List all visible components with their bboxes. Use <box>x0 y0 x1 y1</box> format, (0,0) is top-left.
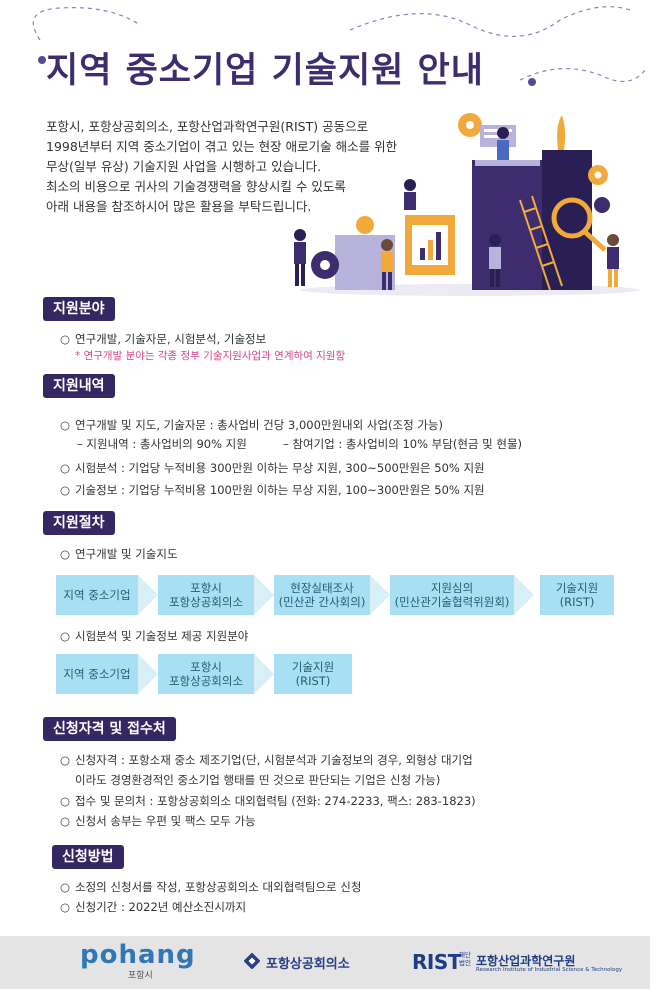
pohang-logo: pohang <box>80 940 196 970</box>
flow-arrow <box>254 654 274 694</box>
pohang-logo-sub: 포항시 <box>128 971 153 981</box>
list-item: ○ 시험분석 : 기업당 누적비용 300만원 이하는 무상 지원, 300~50… <box>60 460 485 476</box>
list-item: ○ 신청서 송부는 우편 및 팩스 모두 가능 <box>60 813 256 829</box>
bullet-icon: ○ <box>60 332 71 346</box>
item-text: 연구개발 및 지도, 기술자문 : 총사업비 건당 3,000만원내외 사업(조… <box>75 418 443 432</box>
list-item: ○ 소정의 신청서를 작성, 포항상공회의소 대외협력팀으로 신청 <box>60 879 361 895</box>
sub-item: – 지원내역 : 총사업비의 90% 지원 <box>77 437 247 451</box>
sub-item: – 참여기업 : 총사업비의 10% 부담(현금 및 현물) <box>283 437 523 451</box>
business-illustration <box>294 113 640 296</box>
field-note: * 연구개발 분야는 각종 정부 기술지원사업과 연계하여 지원함 <box>75 350 346 362</box>
bullet-icon: ○ <box>60 418 71 432</box>
section-heading-eligibility: 신청자격 및 접수처 <box>43 717 176 741</box>
flow-step-sublabel: (RIST) <box>559 595 595 609</box>
flow-step-sublabel: (민산관 간사회의) <box>278 595 366 609</box>
intro-line: 1998년부터 지역 중소기업이 겪고 있는 현장 애로기술 해소를 위한 <box>46 139 398 154</box>
list-item-continued: 이라도 경영환경적인 중소기업 행태를 띤 것으로 판단되는 기업은 신청 가능… <box>75 773 441 787</box>
flow-arrow <box>138 654 158 694</box>
flow-step: 지역 중소기업 <box>56 575 138 615</box>
flow-arrow <box>254 575 274 615</box>
flow-step-label: 포항시 <box>190 660 222 674</box>
rist-logo-name: 포항산업과학연구원 <box>476 954 576 968</box>
decorative-dot <box>38 56 46 64</box>
list-item: ○ 연구개발, 기술자문, 시험분석, 기술정보 <box>60 331 266 347</box>
rist-logo: RIST <box>412 950 461 974</box>
flow-step-label: 기술지원 <box>555 581 599 595</box>
bullet-icon: ○ <box>60 900 71 914</box>
flow-arrow <box>514 575 534 615</box>
bullet-icon: ○ <box>60 547 71 561</box>
intro-line: 아래 내용을 참조하시어 많은 활용을 부탁드립니다. <box>46 199 312 214</box>
list-item: ○ 신청기간 : 2022년 예산소진시까지 <box>60 899 246 915</box>
flow-step-label: 현장실태조사 <box>290 581 354 595</box>
item-text: 접수 및 문의처 : 포항상공회의소 대외협력팀 (전화: 274-2233, … <box>75 794 476 808</box>
bullet-icon: ○ <box>60 814 71 828</box>
flow-step-label: 지원심의 <box>430 581 474 595</box>
flow-title: ○ 시험분석 및 기술정보 제공 지원분야 <box>60 628 248 644</box>
section-heading-method: 신청방법 <box>52 845 124 869</box>
decorative-dot <box>528 78 536 86</box>
rist-logo-small: 재단 법인 <box>459 951 471 967</box>
decorative-dashes <box>32 6 646 82</box>
flow-step: 포항시 포항상공회의소 <box>158 654 254 694</box>
bullet-icon: ○ <box>60 629 71 643</box>
item-text: 신청서 송부는 우편 및 팩스 모두 가능 <box>75 814 256 828</box>
chamber-logo-icon <box>244 953 260 969</box>
intro-line: 최소의 비용으로 귀사의 기술경쟁력을 향상시킬 수 있도록 <box>46 179 346 194</box>
flow-step: 현장실태조사 (민산관 간사회의) <box>274 575 370 615</box>
footer-logos: pohang 포항시 포항상공회의소 RIST 재단 법인 포항산업과학연구원 … <box>0 936 650 989</box>
flow-title: ○ 연구개발 및 기술지도 <box>60 546 178 562</box>
flow-step: 기술지원 (RIST) <box>540 575 614 615</box>
intro-text: 포항시, 포항상공회의소, 포항산업과학연구원(RIST) 공동으로 1998년… <box>46 117 426 217</box>
flow-step-label: 기술지원 <box>291 660 335 674</box>
bullet-icon: ○ <box>60 880 71 894</box>
flow-step-sublabel: 포항상공회의소 <box>168 595 244 609</box>
intro-line: 무상(일부 유상) 기술지원 사업을 시행하고 있습니다. <box>46 159 322 174</box>
list-item: ○ 연구개발 및 지도, 기술자문 : 총사업비 건당 3,000만원내외 사업(… <box>60 417 443 433</box>
item-text: 신청기간 : 2022년 예산소진시까지 <box>75 900 247 914</box>
list-item: ○ 접수 및 문의처 : 포항상공회의소 대외협력팀 (전화: 274-2233,… <box>60 793 476 809</box>
section-heading-field: 지원분야 <box>43 297 115 321</box>
flow-arrow <box>138 575 158 615</box>
flow-step-sublabel: (RIST) <box>295 674 331 688</box>
flow-step-sublabel: 포항상공회의소 <box>168 674 244 688</box>
flow-step-sublabel: (민산관기술협력위원회) <box>394 595 510 609</box>
item-text: 시험분석 및 기술정보 제공 지원분야 <box>75 629 249 643</box>
rist-logo-en: Research Institute of Industrial Science… <box>476 967 623 973</box>
flow-step-label: 지역 중소기업 <box>63 667 131 681</box>
item-text: 연구개발, 기술자문, 시험분석, 기술정보 <box>75 332 267 346</box>
flow-step-label: 지역 중소기업 <box>63 588 131 602</box>
list-item: ○ 신청자격 : 포항소재 중소 제조기업(단, 시험분석과 기술정보의 경우, … <box>60 752 473 768</box>
item-text: 연구개발 및 기술지도 <box>75 547 178 561</box>
item-text: 신청자격 : 포항소재 중소 제조기업(단, 시험분석과 기술정보의 경우, 외… <box>75 753 473 767</box>
bullet-icon: ○ <box>60 753 71 767</box>
section-heading-content: 지원내역 <box>43 374 115 398</box>
flow-arrow <box>370 575 390 615</box>
item-text: 시험분석 : 기업당 누적비용 300만원 이하는 무상 지원, 300~500… <box>75 461 485 475</box>
bullet-icon: ○ <box>60 461 71 475</box>
item-text: 기술정보 : 기업당 누적비용 100만원 이하는 무상 지원, 100~300… <box>75 483 485 497</box>
flow-step-label: 포항시 <box>190 581 222 595</box>
bullet-icon: ○ <box>60 794 71 808</box>
intro-line: 포항시, 포항상공회의소, 포항산업과학연구원(RIST) 공동으로 <box>46 119 369 134</box>
bullet-icon: ○ <box>60 483 71 497</box>
chamber-logo: 포항상공회의소 <box>266 957 350 972</box>
section-heading-procedure: 지원절차 <box>43 511 115 535</box>
flow-step: 지원심의 (민산관기술협력위원회) <box>390 575 514 615</box>
flow-step: 기술지원 (RIST) <box>274 654 352 694</box>
page-title: 지역 중소기업 기술지원 안내 <box>46 51 484 91</box>
list-item: ○ 기술정보 : 기업당 누적비용 100만원 이하는 무상 지원, 100~30… <box>60 482 485 498</box>
flow-step: 지역 중소기업 <box>56 654 138 694</box>
item-text: 소정의 신청서를 작성, 포항상공회의소 대외협력팀으로 신청 <box>75 880 362 894</box>
flow-step: 포항시 포항상공회의소 <box>158 575 254 615</box>
